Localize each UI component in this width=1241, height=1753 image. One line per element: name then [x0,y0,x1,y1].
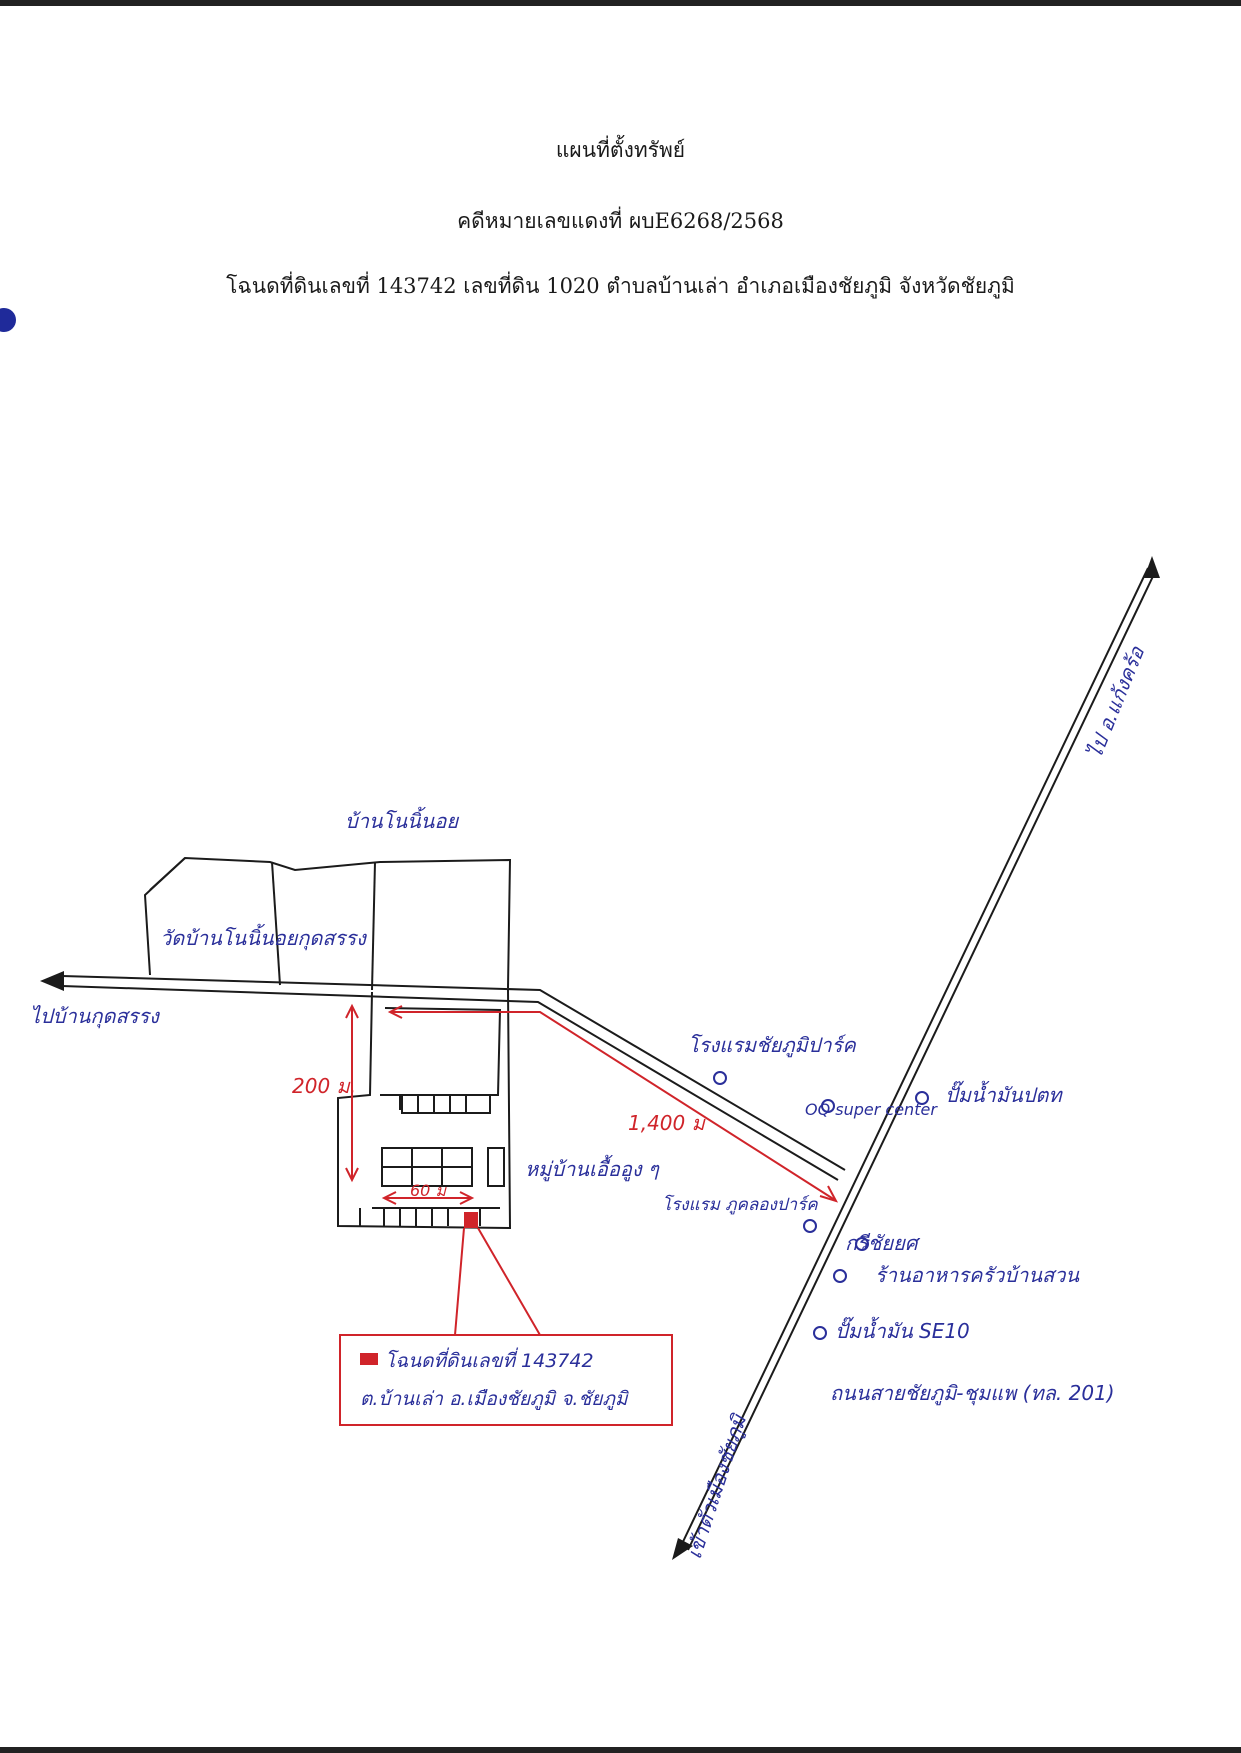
scan-edge-bottom [0,1747,1241,1753]
label-gas2: ปั๊มน้ำมัน SE10 [835,1316,970,1343]
village-blocks [337,989,512,1230]
label-dist-60: 60 ม [410,1181,447,1200]
west-road [61,975,846,1181]
label-supercenter: OQ super center [805,1100,938,1119]
parcel-legend-swatch [360,1353,378,1365]
label-hotel2: โรงแรม ภูคลองปาร์ค [662,1194,818,1215]
distance-60 [381,1191,475,1205]
label-village-top: บ้านโนนิ้นอย [345,806,459,833]
case-number: คดีหมายเลขแดงที่ ผบE6268/2568 [457,209,784,233]
label-restaurant: ร้านอาหารครัวบ้านสวน [875,1263,1080,1287]
ink-blot [0,308,16,332]
label-highway: ถนนสายชัยภูมิ-ชุมแพ (ทล. 201) [830,1381,1115,1406]
distance-200 [345,1003,359,1183]
label-village-moo: หมู่บ้านเอื้ออูง ๆ [525,1154,660,1182]
parcel-label-box [339,1334,673,1426]
poi-markers [713,1071,929,1340]
label-temple: วัดบ้านโนนิ้นอยกุดสรรง [160,923,367,951]
page-title: แผนที่ตั้งทรัพย์ [555,138,686,162]
arrow-west [40,971,64,991]
parcel-line-1: โฉนดที่ดินเลขที่ 143742 [385,1347,594,1372]
distance-1400 [387,1005,839,1203]
label-dist-1400: 1,400 ม [628,1111,707,1135]
scan-edge-top [0,0,1241,6]
temple-blocks [143,856,512,991]
label-hotel-park: โรงแรมชัยภูมิปาร์ค [688,1033,857,1058]
arrow-north [1144,556,1160,578]
highway-road [679,567,1157,1551]
label-gas-ptt: ปั๊มน้ำมันปตท [945,1080,1063,1107]
label-to-west: ไปบ้านกุดสรรง [30,1004,160,1029]
deed-info: โฉนดที่ดินเลขที่ 143742 เลขที่ดิน 1020 ต… [226,274,1015,298]
label-to-south: เข้าตัวเมืองชัยภูมิ [682,1410,753,1562]
arrow-south [672,1538,693,1560]
parcel-line-2: ต.บ้านเล่า อ.เมืองชัยภูมิ จ.ชัยภูมิ [360,1388,629,1410]
label-dist-200: 200 ม. [292,1074,356,1098]
parcel-marker [454,1212,541,1336]
label-kri: กรีชัยยศ [845,1231,921,1255]
